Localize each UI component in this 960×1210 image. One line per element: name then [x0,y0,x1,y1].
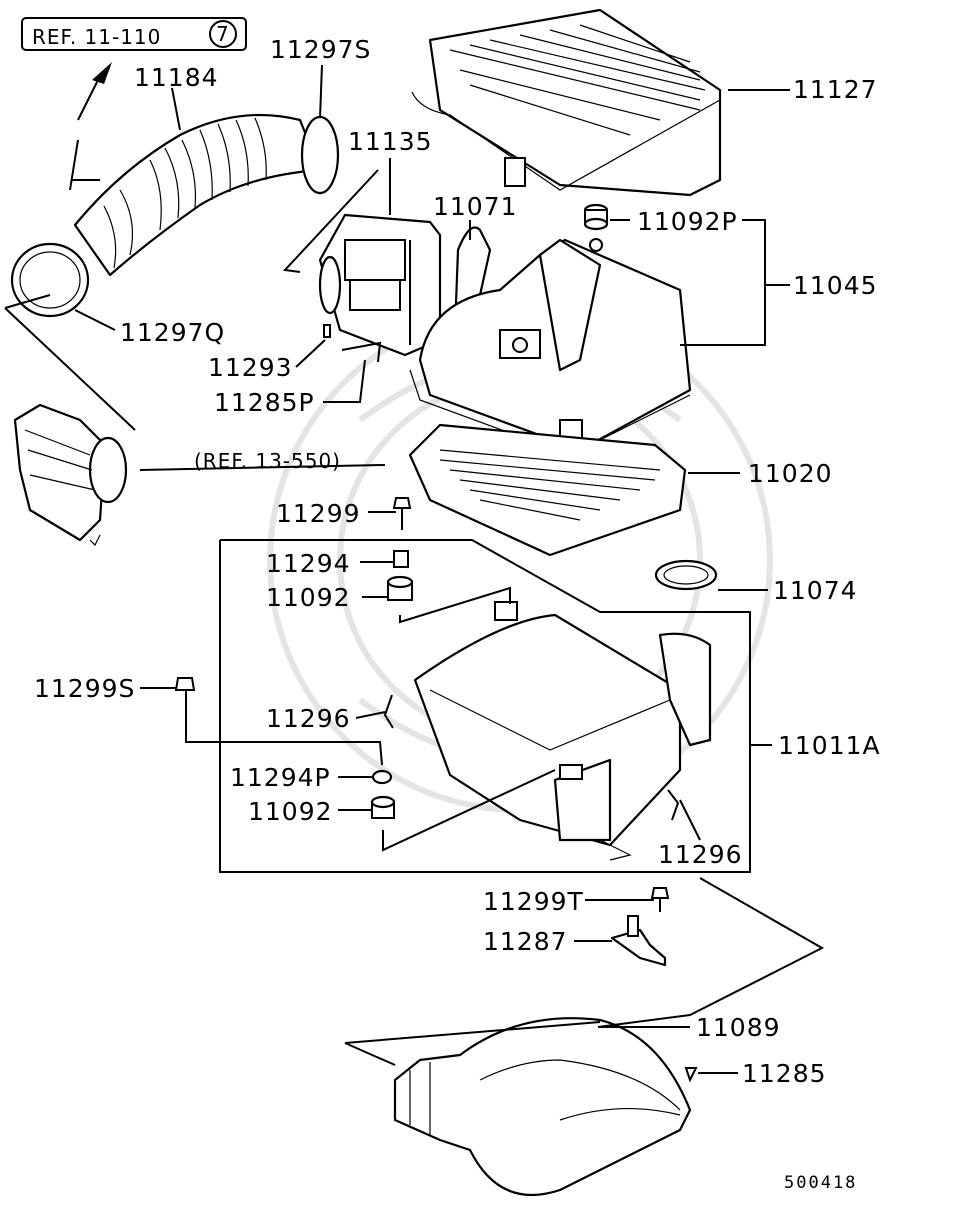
air-cleaner-upper-case [409,238,692,471]
clip-11285 [684,1067,698,1083]
part-labels: 11184 11297S 11135 11071 11127 11092P 11… [34,35,881,1193]
seal-11074 [654,559,718,591]
throttle-body [13,403,128,547]
label-11071[interactable]: 11071 [433,192,518,221]
label-11092-lower[interactable]: 11092 [248,797,333,826]
label-11092-upper[interactable]: 11092 [266,583,351,612]
air-cleaner-cover [411,8,722,197]
label-11296-right[interactable]: 11296 [658,840,743,869]
label-11092P[interactable]: 11092P [637,207,738,236]
air-cleaner-lower-case [413,601,712,861]
label-11299S[interactable]: 11299S [34,674,135,703]
pin-11285P [341,341,382,363]
grommet-11092-lower [370,795,396,819]
screw-11293 [323,324,331,338]
airflow-sensor [318,213,442,357]
label-11297Q[interactable]: 11297Q [120,318,225,347]
label-11296-left[interactable]: 11296 [266,704,351,733]
label-11089[interactable]: 11089 [696,1013,781,1042]
clamp-11297S [300,115,340,195]
ref-box-text: REF. 11-110 [32,25,161,49]
ref-box[interactable]: REF. 11-110 7 [21,17,247,51]
label-11135[interactable]: 11135 [348,127,433,156]
leader-lines [4,64,790,1074]
clip-11296-right [667,789,680,821]
label-11020[interactable]: 11020 [748,459,833,488]
air-filter-element [408,423,687,557]
grommet-11092P [583,203,609,231]
label-11045[interactable]: 11045 [793,271,878,300]
group-box-11011A [219,539,751,873]
bracket-11287 [610,928,667,967]
leader-duct-left [344,1042,396,1066]
label-11285P[interactable]: 11285P [214,388,315,417]
hardware-11299 [392,497,412,530]
diagram-code: 500418 [784,1173,857,1193]
grommet-11092-upper [386,575,414,601]
ref-inline-13-550[interactable]: (REF. 13-550) [194,449,341,473]
air-duct-11089 [393,1017,692,1197]
label-11127[interactable]: 11127 [793,75,878,104]
arrow-icon [77,62,112,121]
label-11293[interactable]: 11293 [208,353,293,382]
label-11074[interactable]: 11074 [773,576,858,605]
label-11299T[interactable]: 11299T [483,887,584,916]
leader-grommet-upper [399,586,511,624]
label-11184[interactable]: 11184 [134,63,219,92]
leader-duct [597,877,825,1028]
label-11294P[interactable]: 11294P [230,763,331,792]
ref-box-number: 7 [216,22,230,46]
leader-grommet-lower [382,769,556,852]
collar-11294 [393,550,409,568]
label-11011A[interactable]: 11011A [778,731,881,760]
intake-hose [69,113,322,277]
label-11285[interactable]: 11285 [742,1059,827,1088]
washer-11294P [371,769,393,785]
label-11299[interactable]: 11299 [276,499,361,528]
clamp-11297Q [10,242,90,318]
bolt-11299S [174,677,196,705]
clip-11296-left [383,694,394,729]
label-11297S[interactable]: 11297S [270,35,371,64]
label-11294[interactable]: 11294 [266,549,351,578]
bolt-11299T [650,887,670,912]
label-11287[interactable]: 11287 [483,927,568,956]
